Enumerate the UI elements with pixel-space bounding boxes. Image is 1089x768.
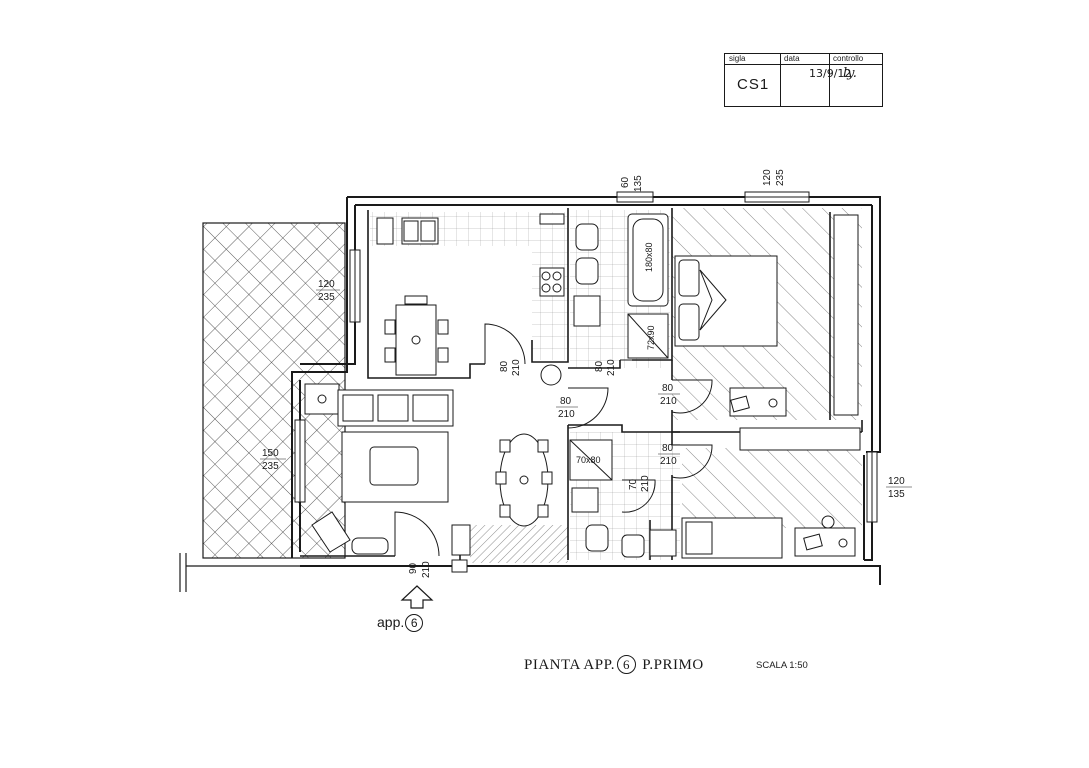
dim-door-bath2-h: 210 bbox=[640, 475, 651, 492]
dim-win-bed-w: 120 bbox=[762, 169, 773, 186]
dim-win-kitchen-w: 120 bbox=[318, 279, 335, 290]
plan-scale: SCALA 1:50 bbox=[756, 660, 808, 671]
data-value: 13/9/12 bbox=[809, 67, 852, 80]
dim-door-bed1-w: 80 bbox=[662, 383, 674, 394]
title-stamp: sigla data controllo CS1 13/9/12 ly. bbox=[724, 53, 883, 107]
bathroom-1-fixtures bbox=[573, 213, 669, 359]
plan-title-suffix: P.PRIMO bbox=[642, 657, 704, 673]
windows bbox=[294, 191, 878, 523]
dim-door-bed2-h: 210 bbox=[660, 456, 677, 467]
bathroom-2-fixtures bbox=[569, 439, 677, 558]
entry-apt-number: 6 bbox=[405, 614, 424, 632]
shower1-size: 72x90 bbox=[646, 325, 656, 350]
dim-door-bath1-h: 210 bbox=[606, 359, 617, 376]
stair-landing bbox=[470, 525, 568, 563]
kitchen-furniture bbox=[376, 213, 565, 376]
dim-win-bed-h: 235 bbox=[775, 169, 786, 186]
dim-door-kitchen-h: 210 bbox=[511, 359, 522, 376]
dim-door-living-h: 210 bbox=[558, 409, 575, 420]
sigla-value: CS1 bbox=[737, 76, 770, 93]
dim-door-bath1-w: 80 bbox=[594, 360, 605, 372]
dim-win-bed2-w: 120 bbox=[888, 476, 905, 487]
dim-win-kitchen-h: 235 bbox=[318, 292, 335, 303]
bedroom-2-floor bbox=[682, 448, 862, 528]
plan-title-apt-number: 6 bbox=[617, 655, 636, 674]
controllo-signature: ly. bbox=[843, 66, 857, 81]
dim-win-bed2-h: 135 bbox=[888, 489, 905, 500]
plan-title: PIANTA APP.6 P.PRIMO bbox=[524, 655, 704, 674]
kitchen-counter-tiles bbox=[370, 212, 532, 246]
dim-door-entry-h: 210 bbox=[421, 561, 432, 578]
dim-win-bath-w: 60 bbox=[620, 176, 631, 188]
dim-win-living-h: 235 bbox=[262, 461, 279, 472]
living-furniture bbox=[304, 364, 562, 573]
entry-arrow-icon bbox=[400, 585, 434, 609]
controllo-label: controllo bbox=[833, 54, 864, 63]
dim-win-bath-h: 135 bbox=[633, 175, 644, 192]
data-label: data bbox=[784, 54, 800, 63]
dim-door-bed1-h: 210 bbox=[660, 396, 677, 407]
bathtub-size: 180x80 bbox=[644, 242, 654, 272]
dim-door-entry-w: 90 bbox=[408, 562, 419, 574]
dim-door-bed2-w: 80 bbox=[662, 443, 674, 454]
sigla-label: sigla bbox=[729, 54, 746, 63]
shower2-size: 70x80 bbox=[576, 455, 601, 465]
bedroom-1-furniture bbox=[674, 214, 859, 417]
dim-win-living-w: 150 bbox=[262, 448, 279, 459]
doors bbox=[394, 323, 713, 557]
entry-label-text: app. bbox=[377, 614, 405, 630]
dim-door-bath2-w: 70 bbox=[628, 478, 639, 490]
plan-title-prefix: PIANTA APP. bbox=[524, 657, 615, 673]
bedroom-2-furniture bbox=[681, 427, 861, 559]
dimension-labels: 120 235 150 235 60 135 120 235 120 135 8… bbox=[260, 169, 912, 578]
dim-door-kitchen-w: 80 bbox=[499, 360, 510, 372]
dim-door-living-w: 80 bbox=[560, 396, 572, 407]
entry-label: app.6 bbox=[377, 614, 424, 632]
